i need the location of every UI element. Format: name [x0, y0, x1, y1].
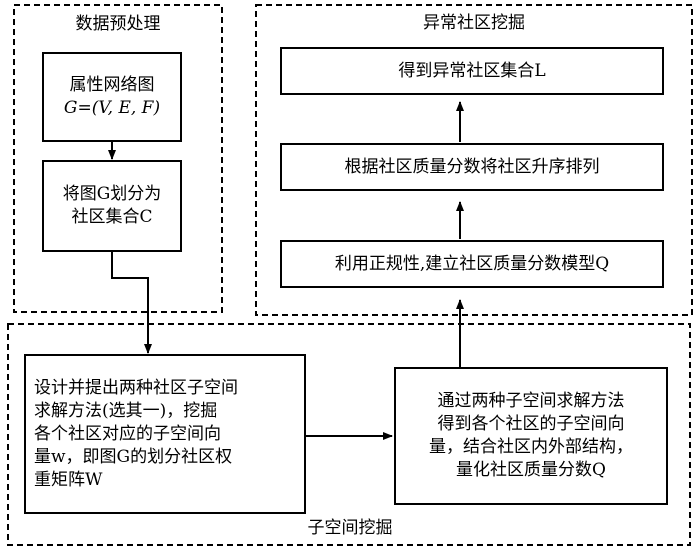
attribute-graph-line-2: G=(V, E, F) [63, 98, 161, 118]
subspace-group-frame [7, 323, 691, 546]
attribute-graph-line-1: 属性网络图 [69, 75, 155, 95]
partition-node: 将图G划分为 社区集合C [42, 160, 182, 252]
quantify-node: 通过两种子空间求解方法 得到各个社区的子空间向 量，结合社区内外部结构， 量化社… [394, 367, 668, 505]
quantify-line-2: 得到各个社区的子空间向 [437, 414, 625, 434]
model-line-1: 利用正规性,建立社区质量分数模型Q [334, 253, 610, 274]
design-line-3: 各个社区对应的子空间向 [34, 423, 221, 444]
preprocessing-group-frame [13, 4, 223, 313]
quantify-line-4: 量化社区质量分数Q [456, 460, 606, 480]
design-line-4: 量w，即图G的划分社区权 [34, 446, 233, 467]
model-node: 利用正规性,建立社区质量分数模型Q [280, 240, 664, 288]
quantify-line-3: 量，结合社区内外部结构， [429, 437, 633, 457]
arrow-partition-to-design [111, 252, 152, 354]
partition-line-1: 将图G划分为 [62, 184, 162, 204]
quantify-line-1: 通过两种子空间求解方法 [437, 391, 625, 411]
subspace-title: 子空间挖掘 [307, 518, 393, 538]
anomaly-title: 异常社区挖掘 [423, 13, 525, 33]
preprocessing-title: 数据预处理 [75, 14, 161, 34]
anomaly-group-frame [255, 4, 693, 316]
design-line-1: 设计并提出两种社区子空间 [34, 377, 238, 398]
design-line-5: 重矩阵W [34, 469, 103, 490]
attribute-graph-node: 属性网络图 G=(V, E, F) [42, 52, 182, 142]
sort-node: 根据社区质量分数将社区升序排列 [280, 143, 664, 191]
sort-line-1: 根据社区质量分数将社区升序排列 [344, 156, 600, 177]
design-node: 设计并提出两种社区子空间 求解方法(选其一)，挖掘 各个社区对应的子空间向 量w… [24, 354, 306, 514]
result-node: 得到异常社区集合L [280, 47, 664, 95]
partition-line-2: 社区集合C [71, 207, 153, 227]
result-line-1: 得到异常社区集合L [398, 60, 546, 81]
design-line-2: 求解方法(选其一)，挖掘 [34, 400, 218, 421]
